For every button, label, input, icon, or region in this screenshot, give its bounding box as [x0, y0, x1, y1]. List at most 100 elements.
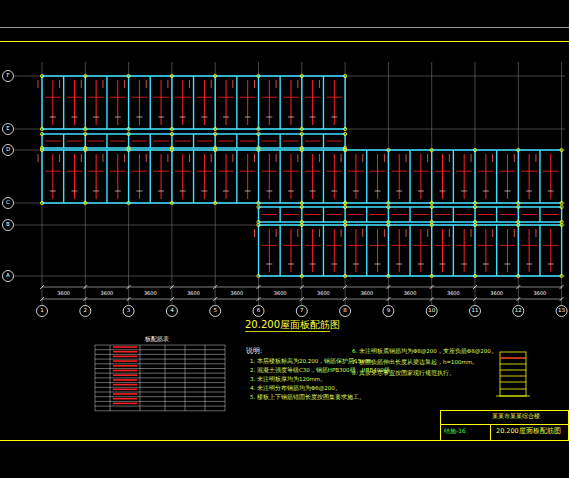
axis-letter: B [6, 222, 10, 228]
rebar [59, 154, 60, 162]
rebar [240, 97, 256, 98]
beam [474, 150, 475, 203]
rebar [399, 154, 400, 199]
axis-bubble [170, 132, 173, 135]
rebar [153, 97, 169, 98]
beam [301, 134, 302, 148]
rebar [139, 154, 140, 199]
axis-bubble [556, 306, 567, 317]
rebar [478, 171, 494, 172]
axis-bubble [473, 205, 476, 208]
axis-number: 8 [343, 308, 347, 314]
axis-bubble [426, 306, 437, 317]
rebar [319, 229, 320, 237]
axis-bubble [383, 306, 394, 317]
sheet-title: 20.200屋面板配筋图 [496, 428, 561, 435]
axis-bubble [430, 274, 433, 277]
table-rule [95, 345, 96, 411]
project-name: 某某市某某综合楼 [492, 413, 540, 419]
rebar-mark [375, 191, 381, 192]
rebar [254, 229, 255, 237]
axis-bubble [40, 74, 43, 77]
rebar [139, 80, 140, 125]
axis-line [561, 62, 562, 305]
beam [41, 150, 42, 203]
axis-bubble [257, 205, 260, 208]
rebar [124, 80, 125, 88]
beam [150, 76, 151, 129]
rebar [189, 80, 190, 88]
rebar [456, 214, 472, 215]
rebar [413, 171, 429, 172]
rebar [305, 245, 321, 246]
rebar [262, 214, 278, 215]
table-rule [225, 345, 226, 411]
axis-bubble [340, 306, 351, 317]
rebar [247, 80, 248, 125]
axis-bubble [84, 132, 87, 135]
rebar [211, 154, 212, 162]
rebar [269, 229, 270, 272]
axis-bubble [387, 223, 390, 226]
axis-bubble [214, 127, 217, 130]
beam [388, 225, 389, 276]
axis-bubble [344, 201, 347, 204]
rebar [132, 171, 148, 172]
axis-bubble [300, 223, 303, 226]
axis-bubble [387, 205, 390, 208]
axis-line [14, 276, 565, 277]
beam [561, 150, 562, 203]
beam [85, 76, 86, 129]
beam [366, 225, 367, 276]
dim-tick [343, 297, 347, 301]
beam [453, 225, 454, 276]
rebar [88, 141, 104, 142]
beam [193, 76, 194, 129]
axis-bubble [84, 127, 87, 130]
rebar-mark [288, 191, 294, 192]
dim-tick [560, 297, 564, 301]
beam [128, 76, 129, 129]
rebar [290, 229, 291, 272]
axis-letter: D [6, 147, 10, 153]
axis-line [215, 62, 216, 305]
table-mark [113, 403, 137, 405]
rebar [334, 154, 335, 199]
rebar [312, 229, 313, 272]
rebar-mark [201, 117, 207, 118]
rebar-mark [266, 191, 272, 192]
rebar-mark [548, 264, 554, 265]
axis-number: 4 [170, 308, 174, 314]
axis-line [14, 129, 565, 130]
table-rule [95, 377, 225, 378]
rebar [326, 141, 342, 142]
rebar [391, 171, 407, 172]
axis-bubble [40, 148, 43, 151]
rebar [262, 97, 278, 98]
rebar-mark [158, 117, 164, 118]
beam [301, 207, 302, 222]
beam [409, 207, 410, 222]
rebar [334, 80, 335, 125]
rebar-mark [288, 117, 294, 118]
rebar [283, 97, 299, 98]
table-mark [113, 360, 137, 362]
beam [388, 150, 389, 203]
rebar [305, 171, 321, 172]
rebar [67, 97, 83, 98]
table-mark [113, 346, 137, 348]
rebar [370, 171, 386, 172]
beam [301, 150, 302, 203]
table-mark [113, 388, 137, 390]
rebar-mark [93, 191, 99, 192]
rebar [341, 154, 342, 162]
dim-tick [40, 297, 44, 301]
beam [518, 207, 519, 222]
beam [344, 76, 345, 129]
axis-bubble [214, 132, 217, 135]
beam [279, 207, 280, 222]
axis-line [171, 62, 172, 305]
axis-bubble [210, 306, 221, 317]
rebar [81, 154, 82, 162]
